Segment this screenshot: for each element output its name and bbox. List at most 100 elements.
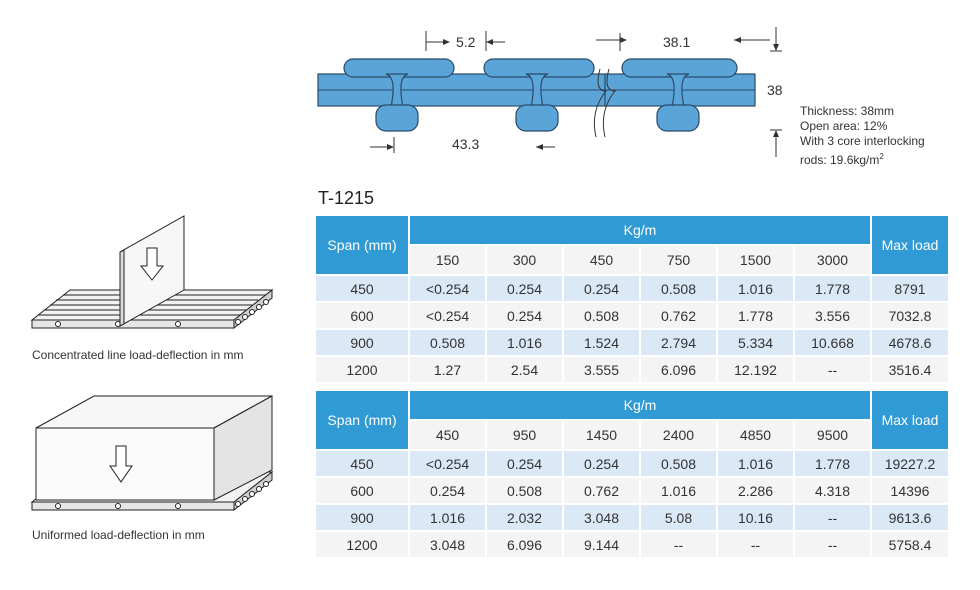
dim-height: 38 [767, 82, 783, 98]
max-load-cell: 8791 [872, 276, 948, 301]
deflection-cell: 0.508 [487, 478, 562, 503]
deflection-cell: 1.27 [410, 357, 485, 382]
bottom-lobe-1 [375, 104, 419, 132]
max-load-cell: 3516.4 [872, 357, 948, 382]
spec-block: Thickness: 38mm Open area: 12% With 3 co… [800, 104, 925, 168]
deflection-cell: 12.192 [718, 357, 793, 382]
deflection-cell: 0.762 [564, 478, 639, 503]
load-col-header: 3000 [795, 246, 870, 274]
table-row: 450 <0.254 0.254 0.254 0.508 1.016 1.778… [316, 451, 948, 476]
span-cell: 450 [316, 451, 408, 476]
deflection-cell: 0.762 [641, 303, 716, 328]
deflection-cell: 0.254 [564, 451, 639, 476]
deflection-cell: -- [795, 357, 870, 382]
deflection-cell: 1.016 [718, 276, 793, 301]
deflection-cell: 1.778 [795, 276, 870, 301]
table-row: 1200 3.048 6.096 9.144 -- -- -- 5758.4 [316, 532, 948, 557]
deflection-cell: 0.254 [410, 478, 485, 503]
span-header: Span (mm) [316, 391, 408, 449]
table-row: 900 1.016 2.032 3.048 5.08 10.16 -- 9613… [316, 505, 948, 530]
load-arrow-icon [139, 247, 165, 281]
deflection-cell: -- [795, 505, 870, 530]
deflection-cell: 0.508 [641, 276, 716, 301]
deflection-cell: 1.778 [718, 303, 793, 328]
deflection-cell: 1.016 [641, 478, 716, 503]
load-col-header: 450 [564, 246, 639, 274]
load-col-header: 4850 [718, 421, 793, 449]
deflection-cell: 1.524 [564, 330, 639, 355]
deflection-cell: 2.794 [641, 330, 716, 355]
model-title: T-1215 [318, 188, 375, 208]
load-col-header: 9500 [795, 421, 870, 449]
table-row: 450 <0.254 0.254 0.254 0.508 1.016 1.778… [316, 276, 948, 301]
dim-bottom-gap: 43.3 [452, 136, 480, 152]
deflection-cell: 3.048 [564, 505, 639, 530]
load-col-header: 950 [487, 421, 562, 449]
deflection-cell: 10.668 [795, 330, 870, 355]
max-load-cell: 19227.2 [872, 451, 948, 476]
concentrated-load-illustration [30, 215, 274, 330]
belt-profile-diagram [317, 27, 782, 157]
load-col-header: 1500 [718, 246, 793, 274]
concentrated-load-table: Span (mm) Kg/m Max load 150 300 450 750 … [314, 214, 950, 384]
deflection-cell: <0.254 [410, 303, 485, 328]
break-line-1 [593, 68, 608, 138]
deflection-cell: 5.08 [641, 505, 716, 530]
deflection-cell: <0.254 [410, 276, 485, 301]
max-load-cell: 7032.8 [872, 303, 948, 328]
spec-rods-line2: rods: 19.6kg/m2 [800, 152, 884, 167]
deflection-cell: 3.048 [410, 532, 485, 557]
deflection-cell: 1.778 [795, 451, 870, 476]
deflection-cell: 10.16 [718, 505, 793, 530]
table-row: 600 <0.254 0.254 0.508 0.762 1.778 3.556… [316, 303, 948, 328]
max-load-cell: 5758.4 [872, 532, 948, 557]
load-col-header: 750 [641, 246, 716, 274]
deflection-cell: <0.254 [410, 451, 485, 476]
kgm-header: Kg/m [410, 391, 870, 419]
load-col-header: 1450 [564, 421, 639, 449]
dim-pitch: 38.1 [663, 34, 691, 50]
span-cell: 600 [316, 303, 408, 328]
break-line-2 [602, 68, 617, 138]
deflection-cell: 1.016 [410, 505, 485, 530]
deflection-cell: 0.508 [641, 451, 716, 476]
kgm-header: Kg/m [410, 216, 870, 244]
uniform-load-illustration [30, 395, 274, 512]
max-load-cell: 9613.6 [872, 505, 948, 530]
deflection-cell: 2.54 [487, 357, 562, 382]
max-load-header: Max load [872, 391, 948, 449]
spec-open-area: Open area: 12% [800, 119, 888, 133]
deflection-cell: 3.556 [795, 303, 870, 328]
span-cell: 600 [316, 478, 408, 503]
max-load-header: Max load [872, 216, 948, 274]
spec-rods-line1: With 3 core interlocking [800, 134, 925, 148]
deflection-cell: 3.555 [564, 357, 639, 382]
uniform-caption: Uniformed load-deflection in mm [32, 528, 205, 542]
deflection-cell: 0.508 [410, 330, 485, 355]
deflection-cell: 6.096 [487, 532, 562, 557]
load-col-header: 150 [410, 246, 485, 274]
deflection-cell: -- [641, 532, 716, 557]
deflection-cell: 0.254 [564, 276, 639, 301]
deflection-cell: -- [795, 532, 870, 557]
spec-thickness: Thickness: 38mm [800, 104, 895, 118]
load-col-header: 450 [410, 421, 485, 449]
span-cell: 900 [316, 330, 408, 355]
table-row: 1200 1.27 2.54 3.555 6.096 12.192 -- 351… [316, 357, 948, 382]
load-col-header: 300 [487, 246, 562, 274]
deflection-cell: 2.032 [487, 505, 562, 530]
table-row: 600 0.254 0.508 0.762 1.016 2.286 4.318 … [316, 478, 948, 503]
concentrated-caption: Concentrated line load-deflection in mm [32, 348, 244, 362]
bottom-lobe-3 [656, 104, 700, 132]
deflection-cell: 2.286 [718, 478, 793, 503]
max-load-cell: 14396 [872, 478, 948, 503]
load-col-header: 2400 [641, 421, 716, 449]
deflection-cell: 5.334 [718, 330, 793, 355]
uniform-load-table: Span (mm) Kg/m Max load 450 950 1450 240… [314, 389, 950, 559]
span-cell: 900 [316, 505, 408, 530]
bottom-lobe-2 [515, 104, 559, 132]
span-header: Span (mm) [316, 216, 408, 274]
span-cell: 1200 [316, 532, 408, 557]
deflection-cell: 0.254 [487, 303, 562, 328]
deflection-cell: 4.318 [795, 478, 870, 503]
